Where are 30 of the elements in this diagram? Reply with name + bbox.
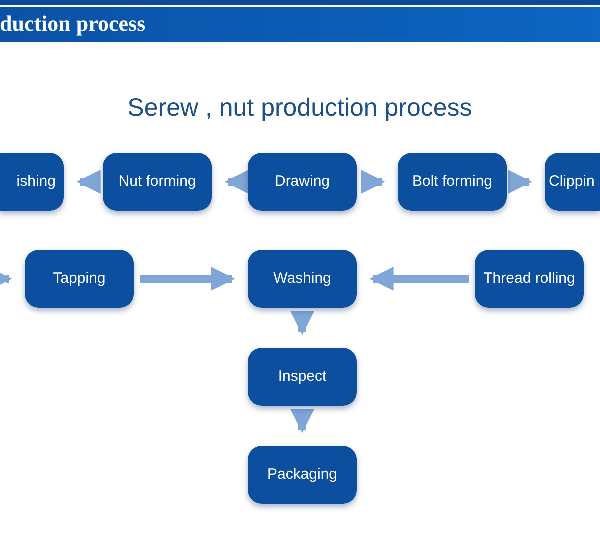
process-label: Washing	[274, 268, 332, 289]
process-label: Clippin	[549, 172, 595, 192]
process-label: Bolt forming	[412, 172, 493, 192]
block-arrow	[140, 267, 236, 291]
diagram-title: Serew , nut production process	[126, 93, 474, 123]
process-label: Tapping	[53, 268, 106, 289]
process-box	[103, 153, 212, 211]
process-label: Packaging	[267, 464, 338, 485]
block-arrow	[76, 170, 101, 194]
process-label: Thread rolling	[484, 268, 576, 289]
process-box	[0, 153, 64, 211]
header-title: duction process	[0, 10, 146, 38]
process-label: ishing	[16, 172, 56, 192]
block-arrow	[290, 311, 314, 336]
process-label: Drawing	[274, 172, 330, 192]
block-arrow	[224, 170, 249, 194]
process-box	[248, 348, 357, 406]
block-arrow	[508, 170, 532, 194]
block-arrow	[290, 409, 314, 434]
process-label: Inspect	[278, 366, 327, 387]
block-arrow	[370, 267, 469, 291]
process-box	[248, 446, 357, 504]
process-box	[248, 250, 357, 308]
process-box	[545, 153, 600, 211]
process-box	[25, 250, 134, 308]
process-label: Nut forming	[118, 172, 196, 192]
process-box	[398, 153, 507, 211]
block-arrow	[361, 170, 386, 194]
process-box	[475, 250, 584, 308]
process-box	[248, 153, 357, 211]
